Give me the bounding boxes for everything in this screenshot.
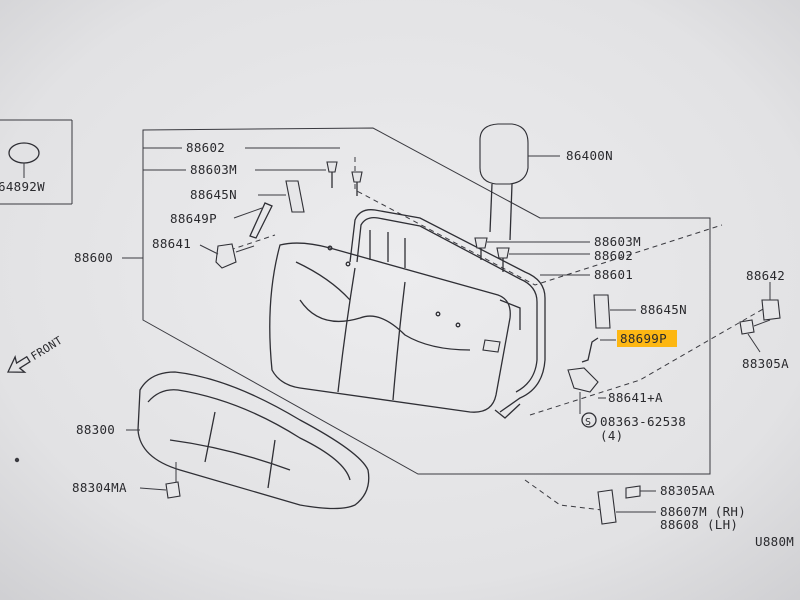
part-label-88608-lh[interactable]: 88608 (LH) — [660, 517, 738, 532]
part-label-88603m-top[interactable]: 88603M — [190, 162, 237, 177]
part-label-88305aa[interactable]: 88305AA — [660, 483, 715, 498]
part-label-88641-a[interactable]: 88641+A — [608, 390, 663, 405]
part-label-88645n-right[interactable]: 88645N — [640, 302, 687, 317]
part-label-88645n-top[interactable]: 88645N — [190, 187, 237, 202]
seat-back-frame — [349, 209, 546, 419]
part-label-88641[interactable]: 88641 — [152, 236, 191, 251]
right-hardware — [165, 237, 781, 525]
part-label-08363-62538[interactable]: 08363-62538 — [600, 414, 686, 429]
part-labels: 88602 88603M 88645N 88649P 88641 88600 8… — [72, 140, 794, 549]
headrest — [479, 123, 560, 241]
seat-cushion — [137, 371, 370, 510]
diagram-reference-code: U880M — [755, 534, 794, 549]
part-label-88649p[interactable]: 88649P — [170, 211, 217, 226]
page-dot — [14, 457, 20, 463]
part-quantity-4: (4) — [600, 428, 623, 443]
reference-box-top-left: 64892W — [0, 119, 73, 205]
part-label-88305a[interactable]: 88305A — [742, 356, 789, 371]
part-label-64892w[interactable]: 64892W — [0, 179, 45, 194]
arrow-icon — [6, 355, 31, 373]
part-label-88603m-right[interactable]: 88603M — [594, 234, 641, 249]
part-label-88602-top[interactable]: 88602 — [186, 140, 225, 155]
part-label-88600[interactable]: 88600 — [74, 250, 113, 265]
part-label-88607m-rh[interactable]: 88607M (RH) — [660, 504, 746, 519]
part-label-88699p[interactable]: 88699P — [620, 331, 667, 346]
highlight-88699p — [617, 330, 677, 347]
part-label-88601[interactable]: 88601 — [594, 267, 633, 282]
assembly-frame — [142, 127, 771, 511]
leader-lines — [122, 147, 771, 513]
part-label-88304ma[interactable]: 88304MA — [72, 480, 127, 495]
part-label-86400n[interactable]: 86400N — [566, 148, 613, 163]
part-label-88602-right[interactable]: 88602 — [594, 248, 633, 263]
seat-back-cushion — [269, 242, 511, 413]
part-label-88300[interactable]: 88300 — [76, 422, 115, 437]
left-hardware — [215, 161, 363, 269]
screw-symbol: S — [585, 417, 591, 428]
part-label-88642[interactable]: 88642 — [746, 268, 785, 283]
